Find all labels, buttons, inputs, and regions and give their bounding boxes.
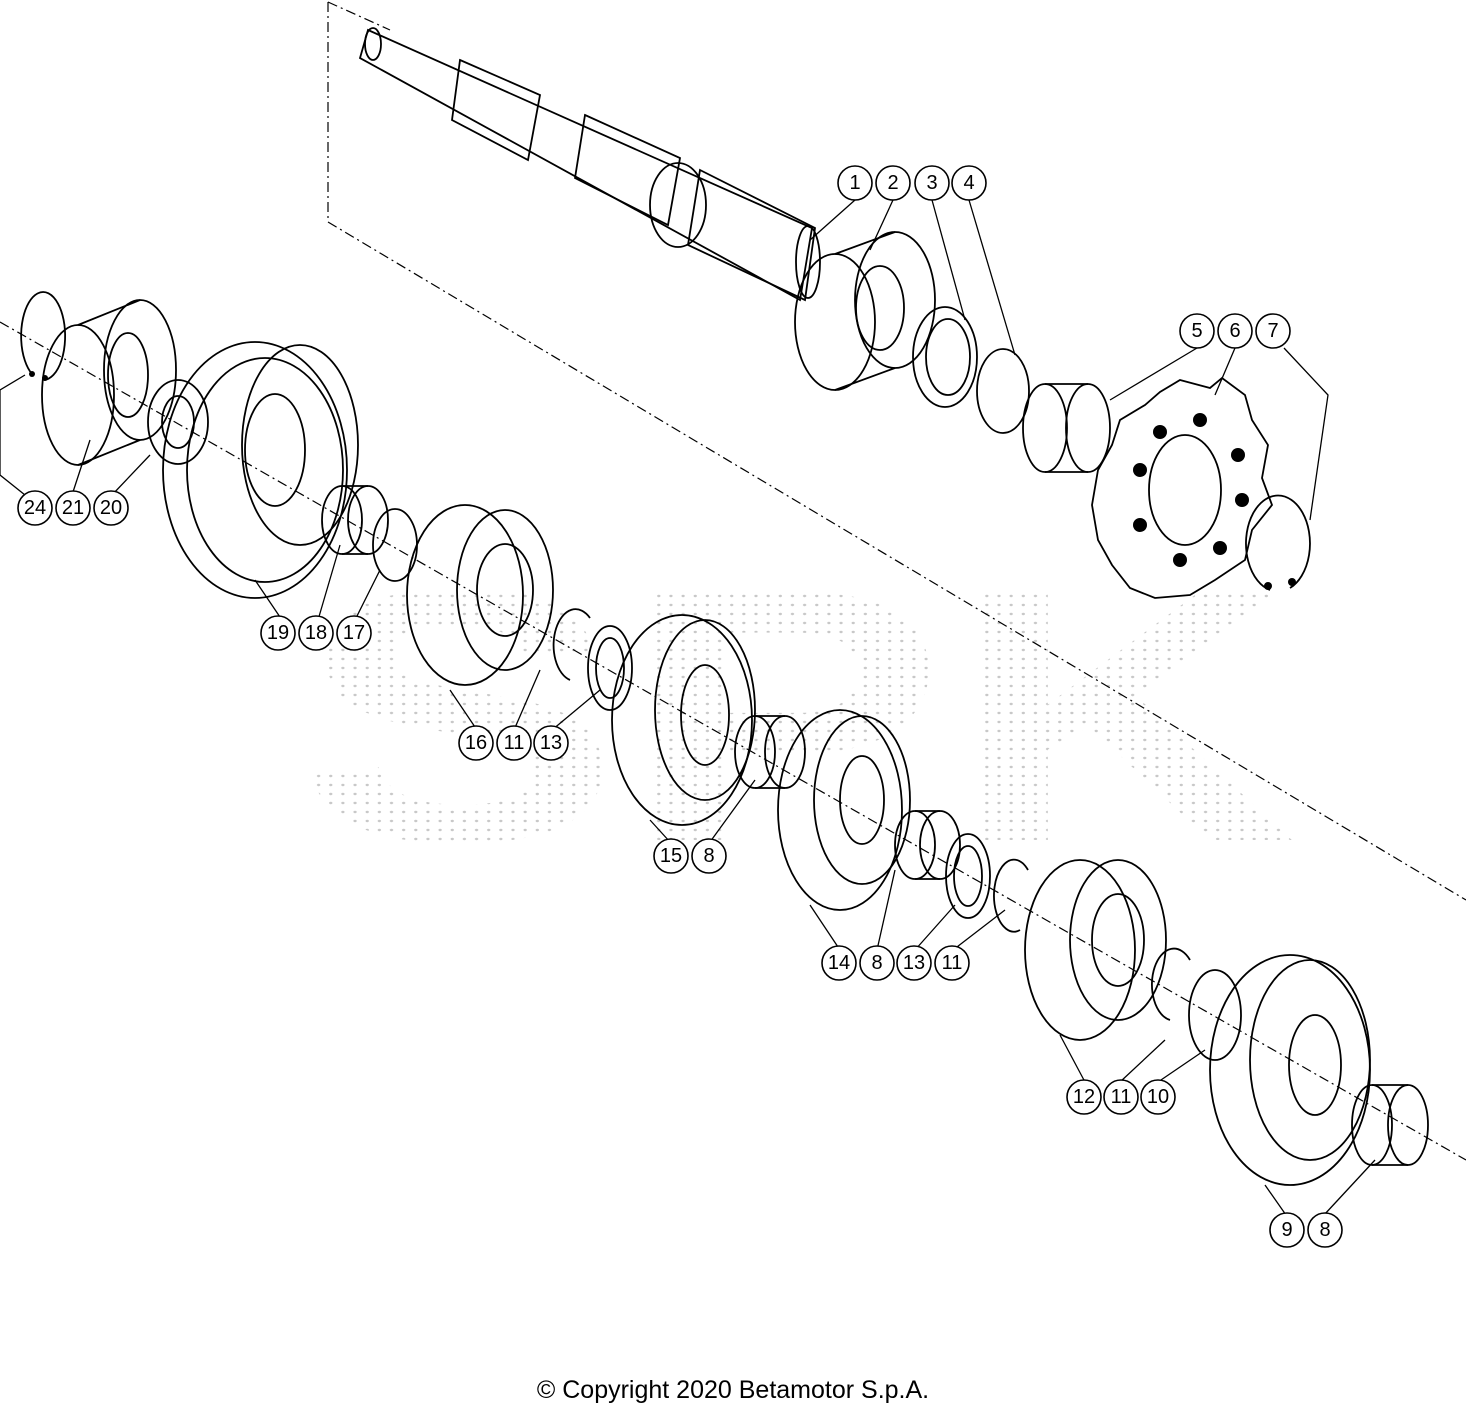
washer-10	[1188, 969, 1242, 1061]
circlip-11b	[993, 858, 1029, 933]
callout-13b: 13	[896, 945, 932, 981]
leader-lines	[0, 199, 1376, 1216]
callout-label: 8	[1319, 1219, 1330, 1241]
circlip-11c	[1151, 947, 1191, 1021]
callout-12: 12	[1066, 1079, 1102, 1115]
spacer-5	[1022, 383, 1111, 473]
callout-label: 14	[828, 952, 850, 974]
ring-4	[976, 348, 1030, 434]
callout-label: 8	[871, 952, 882, 974]
callout-label: 6	[1229, 320, 1240, 342]
callout-label: 10	[1147, 1086, 1169, 1108]
callout-21: 21	[55, 490, 91, 526]
circlip-7	[1245, 494, 1311, 591]
bushing-8a	[734, 715, 806, 789]
bearing-21	[41, 299, 177, 466]
callout-7: 7	[1255, 313, 1291, 349]
callout-3: 3	[914, 165, 950, 201]
watermark-text: SPK	[297, 514, 1296, 916]
callout-4: 4	[951, 165, 987, 201]
callout-label: 11	[942, 952, 963, 974]
gear-14	[777, 709, 911, 911]
lock-washer-13a	[587, 625, 633, 711]
callout-label: 16	[465, 732, 487, 754]
callout-9: 9	[1269, 1212, 1305, 1248]
callout-2: 2	[875, 165, 911, 201]
callout-label: 13	[540, 732, 562, 754]
callout-label: 18	[305, 622, 327, 644]
callout-label: 4	[963, 172, 974, 194]
gear-19	[162, 341, 359, 599]
callout-label: 21	[62, 497, 84, 519]
callout-10: 10	[1140, 1079, 1176, 1115]
callout-label: 1	[849, 172, 860, 194]
callout-11a: 11	[496, 725, 532, 761]
callout-24: 24	[17, 490, 53, 526]
watermark: SPK	[297, 514, 1296, 916]
callout-label: 13	[903, 952, 925, 974]
gear-15	[611, 614, 756, 826]
shaft-bearing-2	[794, 231, 936, 391]
callout-label: 24	[24, 497, 46, 519]
callout-label: 17	[343, 622, 365, 644]
gear-12	[1024, 859, 1167, 1041]
seal-3	[912, 306, 978, 408]
callout-label: 3	[926, 172, 937, 194]
callout-label: 2	[887, 172, 898, 194]
callout-16: 16	[458, 725, 494, 761]
callout-6: 6	[1217, 313, 1253, 349]
reference-lines	[0, 1, 1466, 1161]
callout-14: 14	[821, 945, 857, 981]
callout-13a: 13	[533, 725, 569, 761]
callout-8a: 8	[691, 838, 727, 874]
callout-label: 11	[1111, 1086, 1132, 1108]
gear-16	[406, 504, 554, 686]
callout-8b: 8	[859, 945, 895, 981]
bushing-8b	[894, 810, 961, 880]
main-shaft	[358, 27, 821, 302]
callout-label: 19	[267, 622, 289, 644]
callout-label: 11	[504, 732, 525, 754]
callout-label: 12	[1073, 1086, 1095, 1108]
lock-washer-13b	[945, 833, 991, 919]
callout-label: 9	[1281, 1219, 1292, 1241]
callout-label: 7	[1267, 320, 1278, 342]
bushing-18	[321, 485, 389, 555]
callout-20: 20	[93, 490, 129, 526]
sprocket-6	[1091, 376, 1274, 599]
callout-19: 19	[260, 615, 296, 651]
callout-8c: 8	[1307, 1212, 1343, 1248]
callout-label: 8	[703, 845, 714, 867]
bushing-8c	[1351, 1084, 1429, 1166]
circlip-11a	[552, 608, 591, 681]
callout-label: 20	[100, 497, 122, 519]
callout-label: 5	[1191, 320, 1202, 342]
gear-9	[1209, 954, 1371, 1186]
callout-18: 18	[298, 615, 334, 651]
callout-11b: 11	[934, 945, 970, 981]
callout-17: 17	[336, 615, 372, 651]
callout-15: 15	[653, 838, 689, 874]
copyright-notice: © Copyright 2020 Betamotor S.p.A.	[536, 1376, 930, 1404]
callout-label: 15	[660, 845, 682, 867]
callout-1: 1	[837, 165, 873, 201]
callout-11c: 11	[1103, 1079, 1139, 1115]
callout-5: 5	[1179, 313, 1215, 349]
washer-20	[147, 379, 209, 465]
